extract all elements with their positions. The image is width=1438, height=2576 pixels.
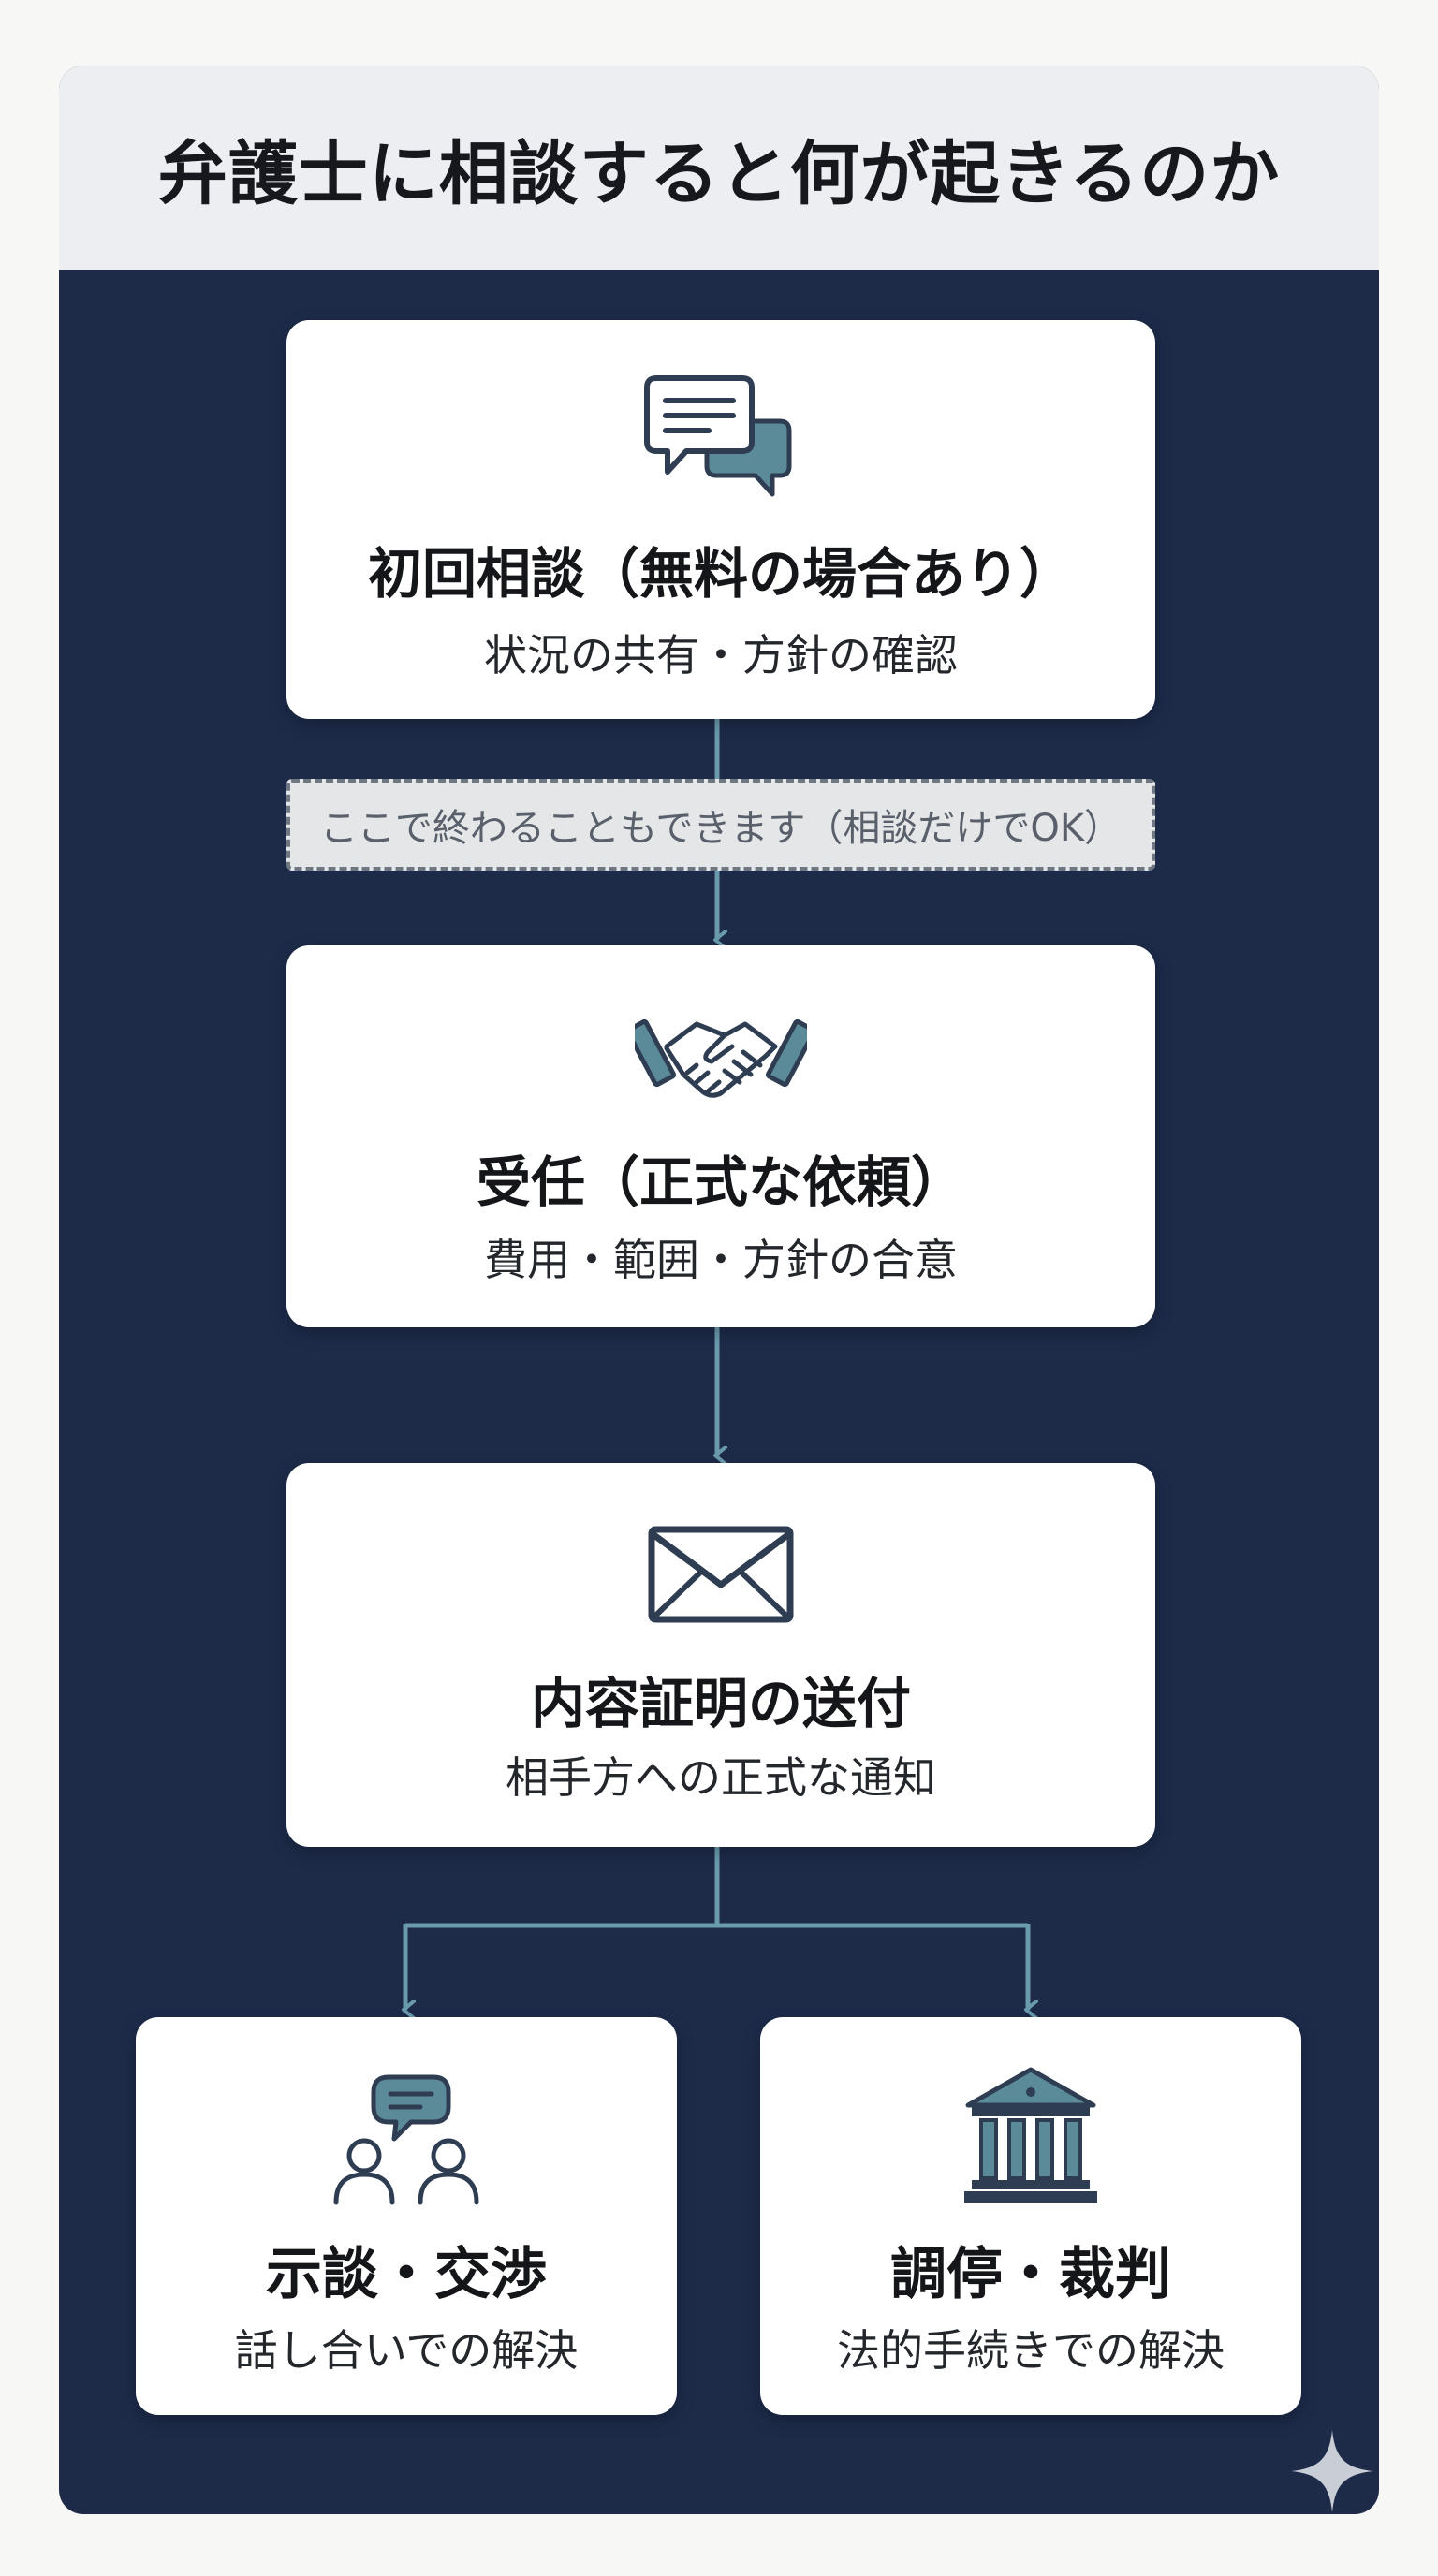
handshake-icon — [635, 1018, 807, 1098]
consultation-subtitle: 状況の共有・方針の確認 — [484, 630, 958, 681]
court-card: 調停・裁判 法的手続きでの解決 — [760, 2017, 1301, 2415]
certified-letter-subtitle: 相手方への正式な通知 — [506, 1752, 936, 1803]
page-title: 弁護士に相談すると何が起きるのか — [157, 133, 1281, 214]
chat-bubbles-icon — [644, 375, 792, 497]
settlement-card: 示談・交渉 話し合いでの解決 — [136, 2017, 677, 2415]
engagement-subtitle: 費用・範囲・方針の合意 — [484, 1235, 958, 1285]
settlement-title: 示談・交渉 — [266, 2242, 547, 2307]
settlement-subtitle: 話し合いでの解決 — [234, 2325, 579, 2376]
courthouse-icon — [964, 2067, 1097, 2203]
certified-letter-title: 内容証明の送付 — [530, 1672, 911, 1735]
certified-letter-card: 内容証明の送付 相手方への正式な通知 — [286, 1463, 1155, 1847]
engagement-title: 受任（正式な依頼） — [476, 1150, 965, 1214]
diagram-frame: 弁護士に相談すると何が起きるのか 初回相談（無料の場合あり） 状況の共有・方針の… — [59, 66, 1379, 2514]
people-talking-icon — [333, 2074, 479, 2205]
consultation-card: 初回相談（無料の場合あり） 状況の共有・方針の確認 — [286, 320, 1155, 719]
envelope-icon — [648, 1526, 794, 1623]
title-bar: 弁護士に相談すると何が起きるのか — [59, 66, 1379, 270]
sparkle-icon — [1291, 2430, 1373, 2512]
court-subtitle: 法的手続きでの解決 — [837, 2325, 1225, 2376]
optional-stop-note: ここで終わることもできます（相談だけでOK） — [286, 779, 1155, 871]
flow-connectors — [59, 719, 1379, 2514]
consultation-title: 初回相談（無料の場合あり） — [367, 542, 1074, 606]
engagement-card: 受任（正式な依頼） 費用・範囲・方針の合意 — [286, 945, 1155, 1327]
court-title: 調停・裁判 — [890, 2242, 1171, 2307]
